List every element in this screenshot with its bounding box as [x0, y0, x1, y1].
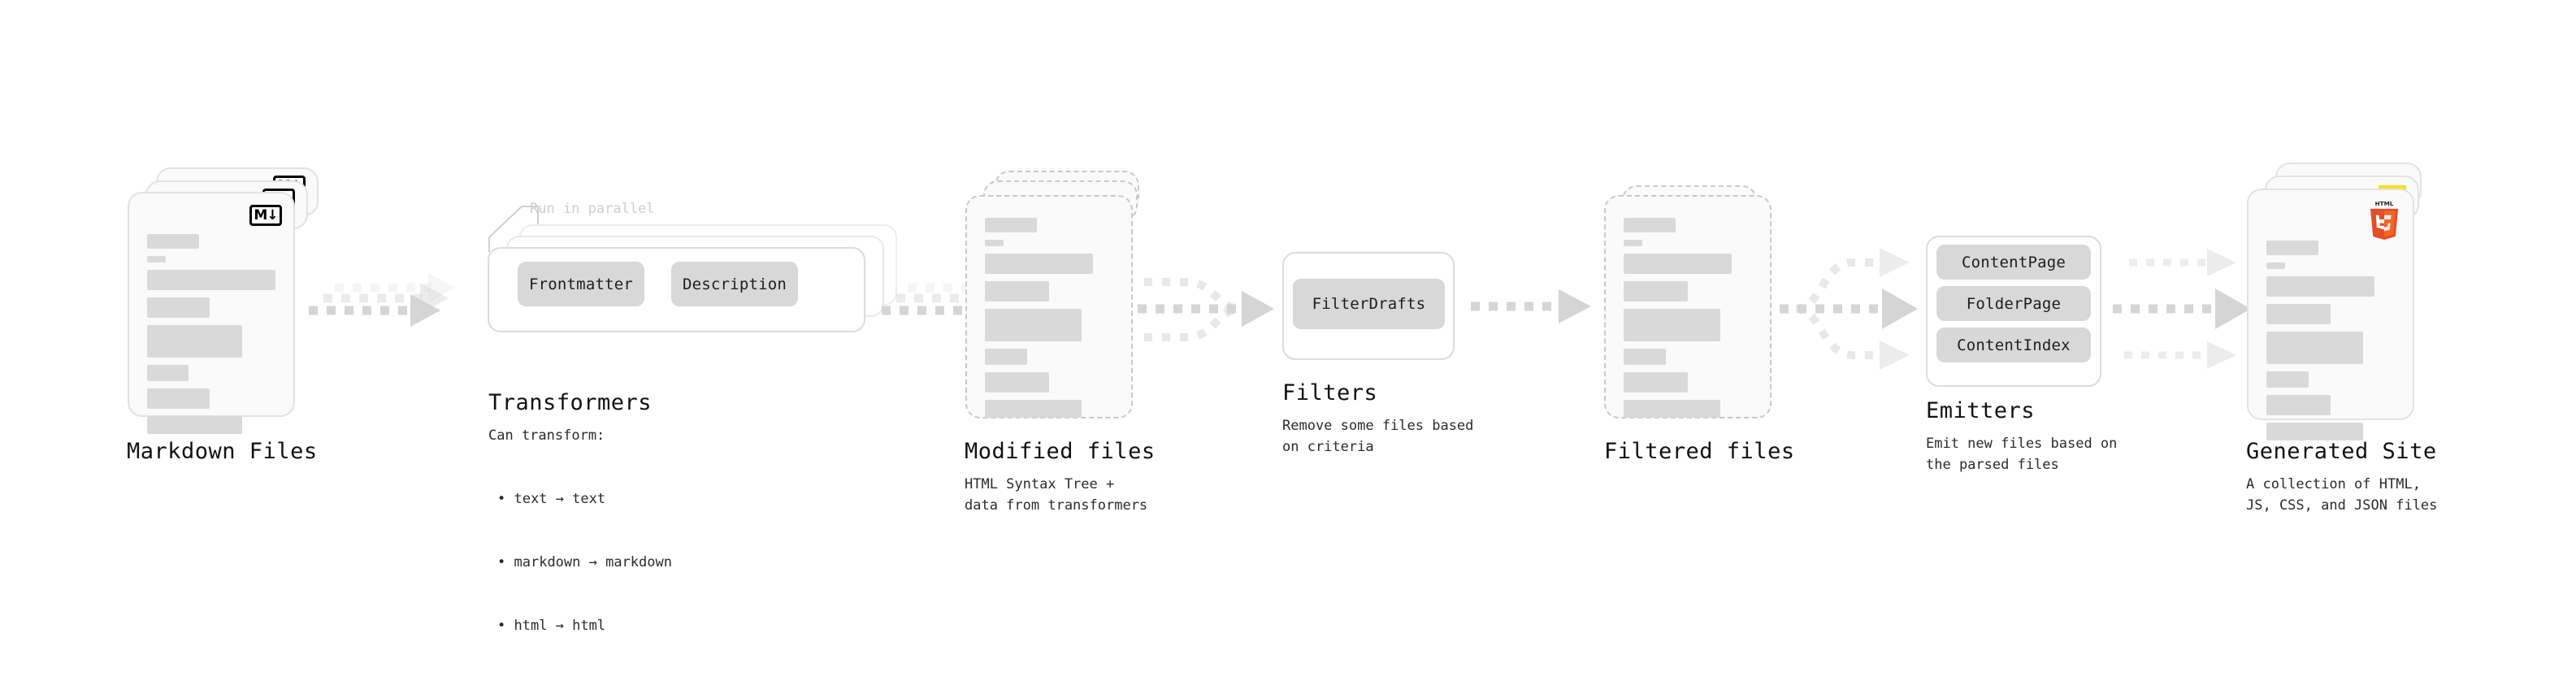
generated-site-subtitle: A collection of HTML, JS, CSS, and JSON … [2246, 476, 2438, 514]
connector-emitters-to-site [2113, 249, 2251, 369]
filters-subtitle: Remove some files based on criteria [1282, 418, 1474, 455]
emitter-chip-contentpage[interactable]: ContentPage [1936, 245, 2091, 280]
card-content-bars [1624, 218, 1752, 425]
stage-title-transformers: Transformers [488, 390, 653, 415]
stage-title-generated-site: Generated Site [2246, 439, 2437, 464]
emitter-chip-contentindex[interactable]: ContentIndex [1936, 327, 2091, 362]
filtered-card-front [1604, 195, 1772, 419]
markdown-icon: M↓ [249, 205, 282, 226]
stage-title-modified-files: Modified files [965, 439, 1156, 464]
connector-modified-to-filters [1138, 278, 1274, 341]
modified-card-front [965, 195, 1133, 419]
connector-filters-to-filtered [1471, 289, 1591, 323]
transformers-bullet-0: text → text [514, 491, 606, 507]
stage-title-filters: Filters [1282, 380, 1378, 406]
transformers-bullet-2: html → html [514, 618, 606, 634]
transformers-bullet-1: markdown → markdown [514, 554, 672, 570]
transformer-chip-frontmatter[interactable]: Frontmatter [518, 262, 644, 306]
transformers-subtitle: Can transform: [488, 427, 605, 444]
stage-title-emitters: Emitters [1926, 398, 2036, 423]
transformer-chip-description[interactable]: Description [671, 262, 798, 306]
site-card-front-html: HTML [2247, 189, 2414, 440]
emitters-subtitle: Emit new files based on the parsed files [1926, 436, 2118, 473]
card-content-bars [2266, 241, 2395, 448]
connector-md-to-transformers [309, 273, 455, 327]
transformers-bullet-text: • text → text • markdown → markdown • ht… [497, 491, 672, 634]
filter-chip-filterdrafts[interactable]: FilterDrafts [1293, 279, 1445, 329]
html5-icon: HTML [2370, 200, 2399, 240]
stage-title-filtered-files: Filtered files [1604, 439, 1795, 464]
svg-text:HTML: HTML [2375, 200, 2394, 207]
modified-files-subtitle: HTML Syntax Tree + data from transformer… [965, 476, 1148, 514]
markdown-card-front: M↓ [128, 192, 295, 434]
stage-title-markdown-files: Markdown Files [127, 439, 318, 464]
emitter-chip-folderpage[interactable]: FolderPage [1936, 286, 2091, 321]
run-in-parallel-label: Run in parallel [530, 201, 655, 217]
card-content-bars [985, 218, 1113, 425]
card-content-bars [147, 234, 275, 441]
connector-filtered-to-emitters [1780, 248, 1918, 370]
